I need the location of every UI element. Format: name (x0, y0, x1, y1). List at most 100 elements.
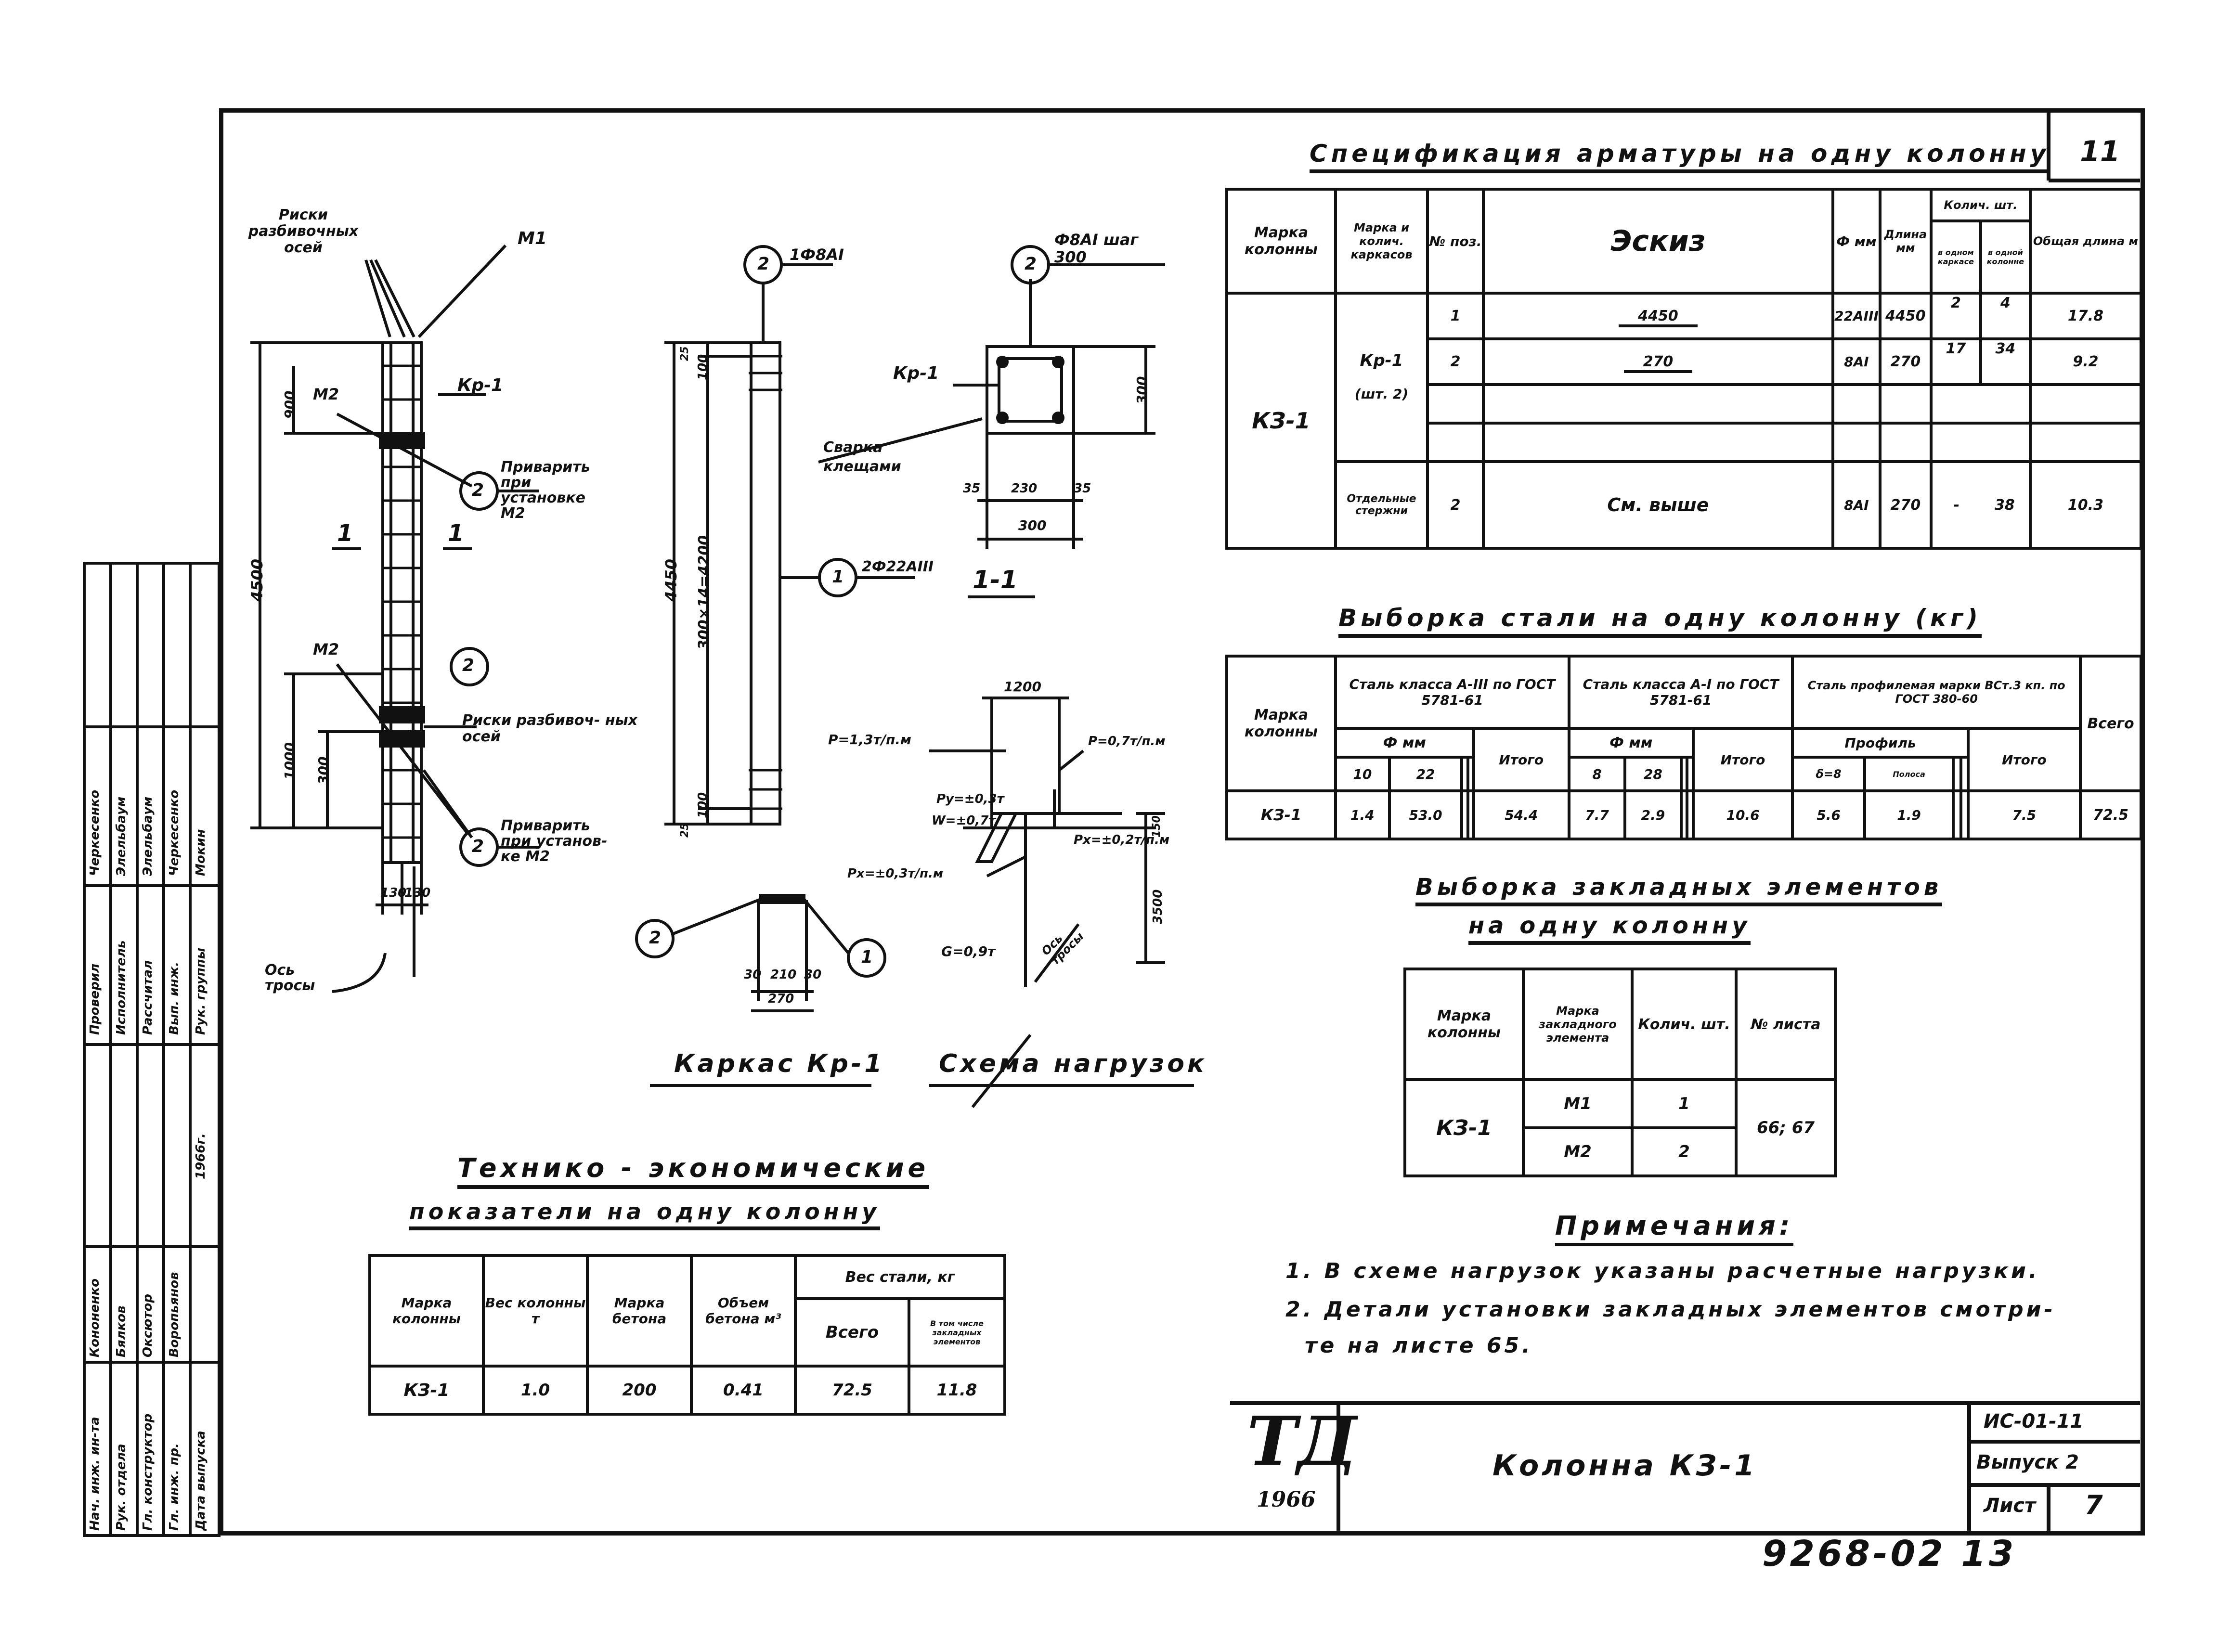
spec-r3-sketch: См. выше (1482, 460, 1834, 550)
dim-900: 900 (282, 390, 298, 419)
drawing-name: Колонна КЗ-1 (1492, 1449, 1758, 1483)
stamp-role2-1: Нач. инж. ин-та (88, 1417, 102, 1531)
sheet-no: 7 (2085, 1490, 2103, 1520)
steel-h-profile: Профиль (1791, 727, 1970, 759)
spec-r1-dia: 22АIII (1831, 292, 1882, 340)
steel-h-a3-dia: Ф мм (1334, 727, 1475, 759)
spec-h-total: Общая длина м (2028, 188, 2143, 295)
tech-h-concrete: Марка бетона (586, 1254, 693, 1368)
spec-r2-q2: 34 (1995, 340, 2016, 357)
embed-title-1: Выборка закладных элементов (1415, 874, 1943, 906)
label-pos2-bar: 1Ф8АI (790, 245, 844, 264)
tech-h-steel: Вес стали, кг (794, 1254, 1006, 1300)
embed-h-el: Марка закладного элемента (1522, 968, 1634, 1081)
stamp-name2-2: Бялков (114, 1305, 129, 1357)
steel-h-a3-itogo: Итого (1472, 727, 1570, 792)
spec-r1-sketch: 4450 (1619, 308, 1698, 327)
dim-100-top: 100 (696, 354, 710, 380)
stamp-role-1: Рук. группы (194, 947, 208, 1035)
embed-r2-el: М2 (1522, 1126, 1634, 1177)
embed-table: Марка колонны Марка закладного элемента … (1403, 968, 1837, 1177)
frame-dim-270: 270 (768, 992, 794, 1006)
spec-r1-len: 4450 (1878, 292, 1933, 340)
sheet-label: Лист (1984, 1495, 2036, 1517)
sec-dim-300w: 300 (1018, 517, 1047, 533)
spec-h-dia: Ф мм (1831, 188, 1882, 295)
stamp-name2-1: Кононенко (88, 1278, 102, 1357)
label-kr1: Кр-1 (457, 375, 504, 395)
steel-r-mark: КЗ-1 (1225, 789, 1337, 840)
sec-num-2: 2 (1025, 254, 1037, 274)
steel-r-a3-1: 1.4 (1334, 789, 1391, 840)
dim-4450: 4450 (662, 558, 680, 602)
stamp-role-3: Рассчитал (141, 960, 155, 1035)
steel-r-total: 72.5 (2079, 789, 2142, 840)
embed-title-2: на одну колонну (1468, 912, 1751, 945)
tech-h-weight: Вес колонны т (482, 1254, 589, 1368)
stamp-role2-2: Рук. отдела (114, 1444, 129, 1531)
archive-number: 9268-02 13 (1762, 1533, 2017, 1575)
spec-h-frames: Марка и колич. каркасов (1334, 188, 1429, 295)
stamp-role-5: Проверил (88, 963, 102, 1035)
dim-1000: 1000 (282, 742, 298, 780)
embed-sheets: 66; 67 (1735, 1078, 1837, 1177)
stamp-name2-3: Оксютор (141, 1294, 155, 1357)
stamp-role2-4: Гл. инж. пр. (167, 1443, 182, 1531)
spec-frame-qty: (шт. 2) (1354, 386, 1409, 402)
spec-r3-pos: 2 (1426, 460, 1485, 550)
tech-r-steel-embed: 11.8 (908, 1365, 1006, 1416)
frame-caption: Каркас Кр-1 (674, 1049, 885, 1078)
tech-h-volume: Объем бетона м³ (690, 1254, 797, 1368)
spec-r1-q2: 4 (2000, 295, 2011, 311)
label-svarka: Сварка клещами (823, 439, 901, 475)
stamp-role2-5: Дата выпуска (194, 1431, 208, 1531)
embed-r2-qty: 2 (1631, 1126, 1738, 1177)
spec-h-len: Длина мм (1878, 188, 1933, 295)
steel-h-a1-itogo: Итого (1691, 727, 1794, 792)
dim-25-top: 25 (679, 346, 691, 361)
stamp-date: 1966г. (194, 1133, 208, 1179)
steel-h-prof-itogo: Итого (1966, 727, 2082, 792)
sec-dim-230: 230 (1011, 481, 1038, 496)
spec-r2-pos: 2 (1426, 337, 1485, 386)
note-line-2: 2. Детали установки закладных элементов … (1285, 1297, 2056, 1322)
steel-d-prof-1: δ=8 (1791, 756, 1866, 792)
label-num-2c: 2 (462, 656, 475, 675)
load-1200: 1200 (1004, 679, 1041, 695)
embed-r1-el: М1 (1522, 1078, 1634, 1129)
tech-h-mark: Марка колонны (368, 1254, 485, 1368)
steel-d-a1-1: 8 (1567, 756, 1627, 792)
label-num-2a: 2 (472, 480, 484, 500)
tech-table: Марка колонны Вес колонны т Марка бетона… (368, 1254, 1006, 1416)
steel-h-a1: Сталь класса А-I по ГОСТ 5781-61 (1567, 655, 1794, 730)
td-year: 1966 (1257, 1487, 1316, 1512)
spec-h-pos: № поз. (1426, 188, 1485, 295)
frame-dim-210: 210 (770, 968, 797, 982)
spec-r3-len: 270 (1878, 460, 1933, 550)
frame-dim-30b: 30 (804, 968, 822, 982)
spec-r2-len: 270 (1878, 337, 1933, 386)
spec-h-qty-col: в одной колонне (1986, 248, 2024, 266)
steel-r-a1-1: 7.7 (1567, 789, 1627, 840)
spec-frame: Кр-1 (1360, 351, 1403, 370)
label-os-trosa: Ось тросы (265, 962, 315, 994)
tech-r-concrete: 200 (586, 1365, 693, 1416)
tech-title-1: Технико - экономические (457, 1153, 930, 1189)
issue-number: Выпуск 2 (1976, 1451, 2079, 1473)
load-w: W=±0,7т (932, 813, 996, 828)
dim-130b: 130 (404, 886, 431, 900)
spec-table: Марка колонны Марка и колич. каркасов № … (1225, 188, 2143, 550)
embed-h-mark: Марка колонны (1403, 968, 1525, 1081)
spec-r2-dia: 8АI (1831, 337, 1882, 386)
spec-h-qty: Колич. шт. (1934, 192, 2027, 222)
steel-h-mark: Марка колонны (1225, 655, 1337, 792)
stamp-name-2: Черкесенко (167, 789, 182, 876)
dim-25-bottom: 25 (679, 823, 691, 838)
steel-r-prof-2: 1.9 (1863, 789, 1955, 840)
stamp-name-4: Элельбаум (114, 796, 129, 876)
drawing-sheet-frame (219, 108, 2145, 1536)
spec-r1-total: 17.8 (2028, 292, 2143, 340)
steel-h-a1-dia: Ф мм (1567, 727, 1695, 759)
label-section-left: 1 (337, 520, 353, 547)
